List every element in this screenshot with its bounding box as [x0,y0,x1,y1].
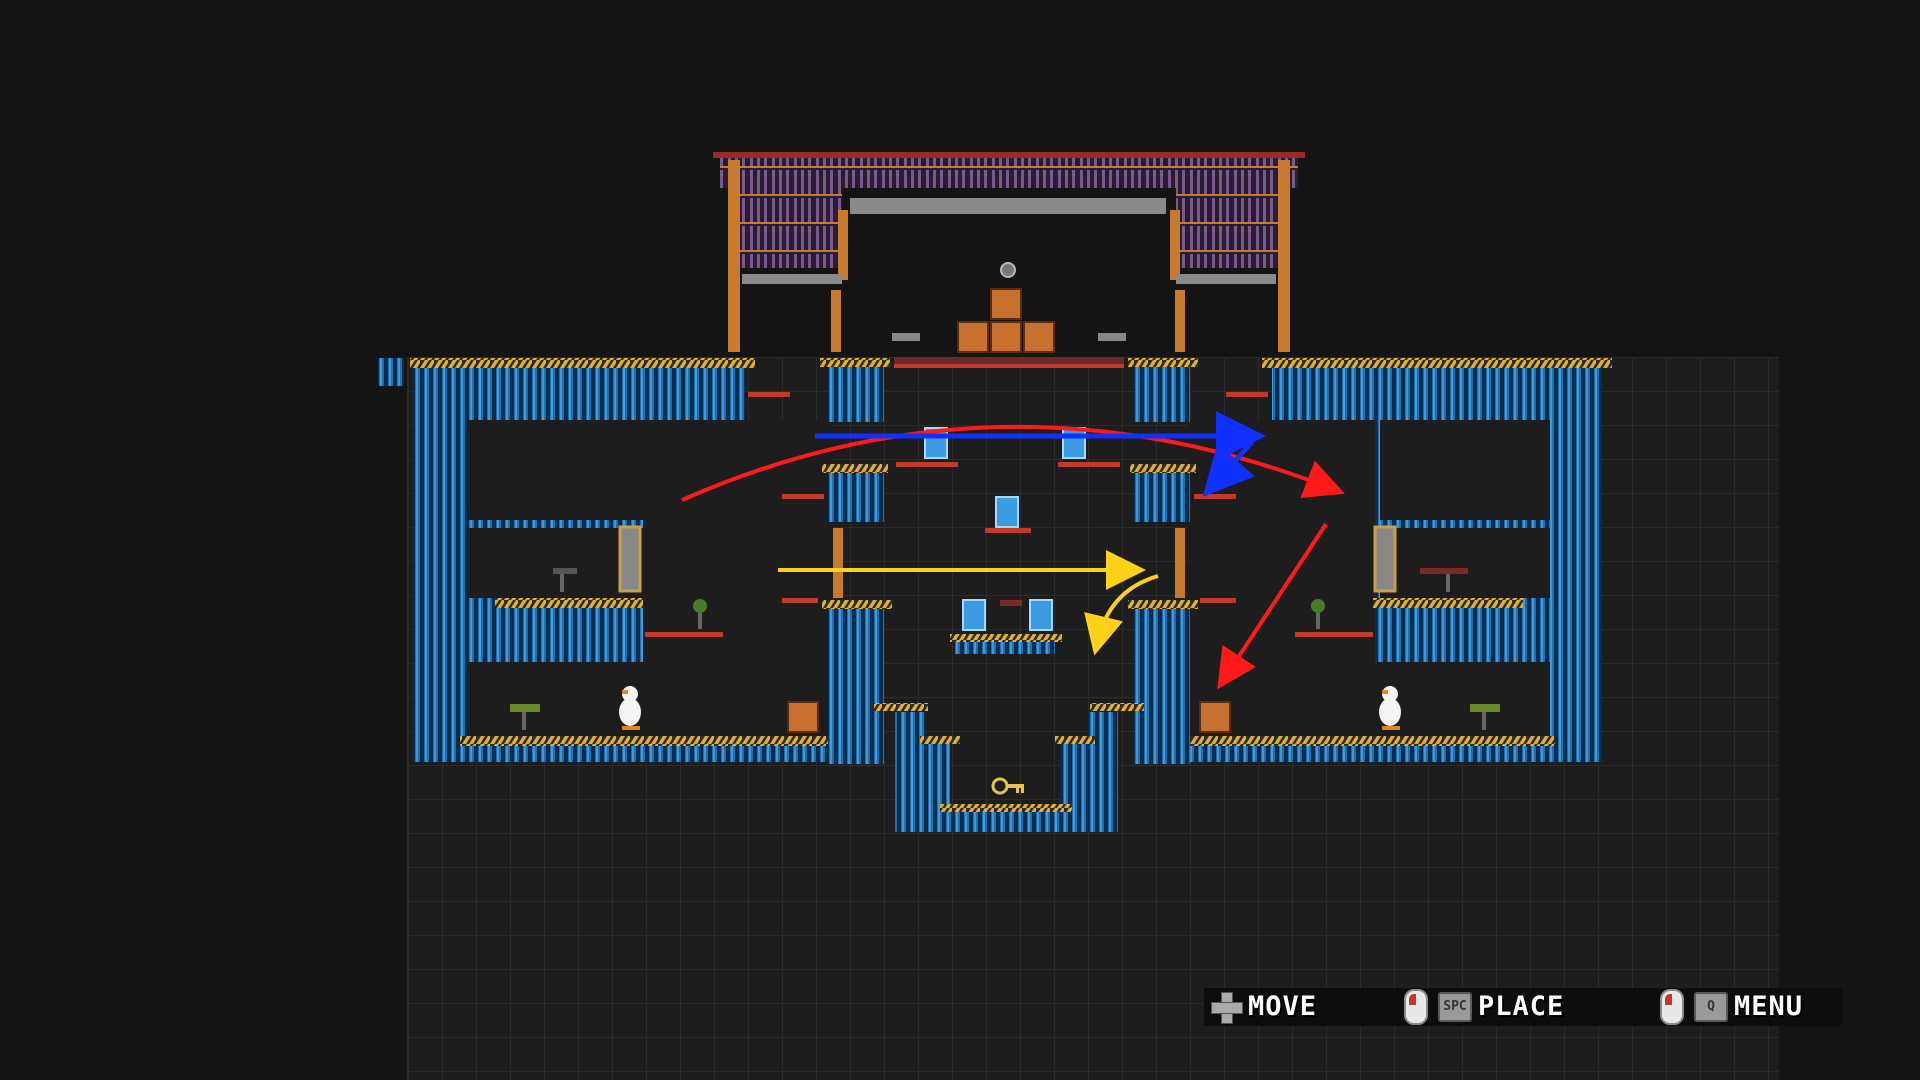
mouse-left-click-icon [1404,989,1428,1025]
annotation-arrows [681,411,1345,690]
menu-control[interactable]: Q MENU [1660,988,1803,1026]
red-down-arrow [1217,522,1328,690]
key-icon [991,777,1024,795]
pistol-right [1098,333,1126,341]
bottom-pit [874,703,1144,832]
place-control[interactable]: SPC PLACE [1404,988,1564,1026]
mouse-right-click-icon [1660,989,1684,1025]
q-key-icon: Q [1694,992,1728,1022]
crate-pyramid [957,288,1055,353]
door-left [618,525,642,593]
menu-label: MENU [1734,991,1804,1022]
red-ledges [645,392,1373,654]
duck-right [1379,686,1401,730]
yellow-curve-arrow [1084,574,1159,656]
roof-structure [713,152,1305,352]
move-control: MOVE [1210,988,1317,1026]
spacebar-key-icon: SPC [1438,992,1472,1022]
top-platform [892,262,1126,368]
barrels [924,427,1086,631]
right-wall-block [1180,358,1612,762]
weapon-spawners [510,568,1500,730]
crate-right [1199,701,1231,733]
move-label: MOVE [1248,991,1318,1022]
blue-down-arrow [1202,440,1255,497]
dpad-icon [1210,992,1244,1024]
place-label: PLACE [1478,991,1565,1022]
duck-left [619,686,641,730]
crate-left [787,701,819,733]
center-pillars [820,358,1198,764]
spawn-point-icon [1000,262,1016,278]
left-wall-block [378,358,835,762]
pistol-left [892,333,920,341]
door-right [1373,525,1397,593]
editor-controls-hud: MOVE SPC PLACE Q MENU [1204,988,1842,1026]
